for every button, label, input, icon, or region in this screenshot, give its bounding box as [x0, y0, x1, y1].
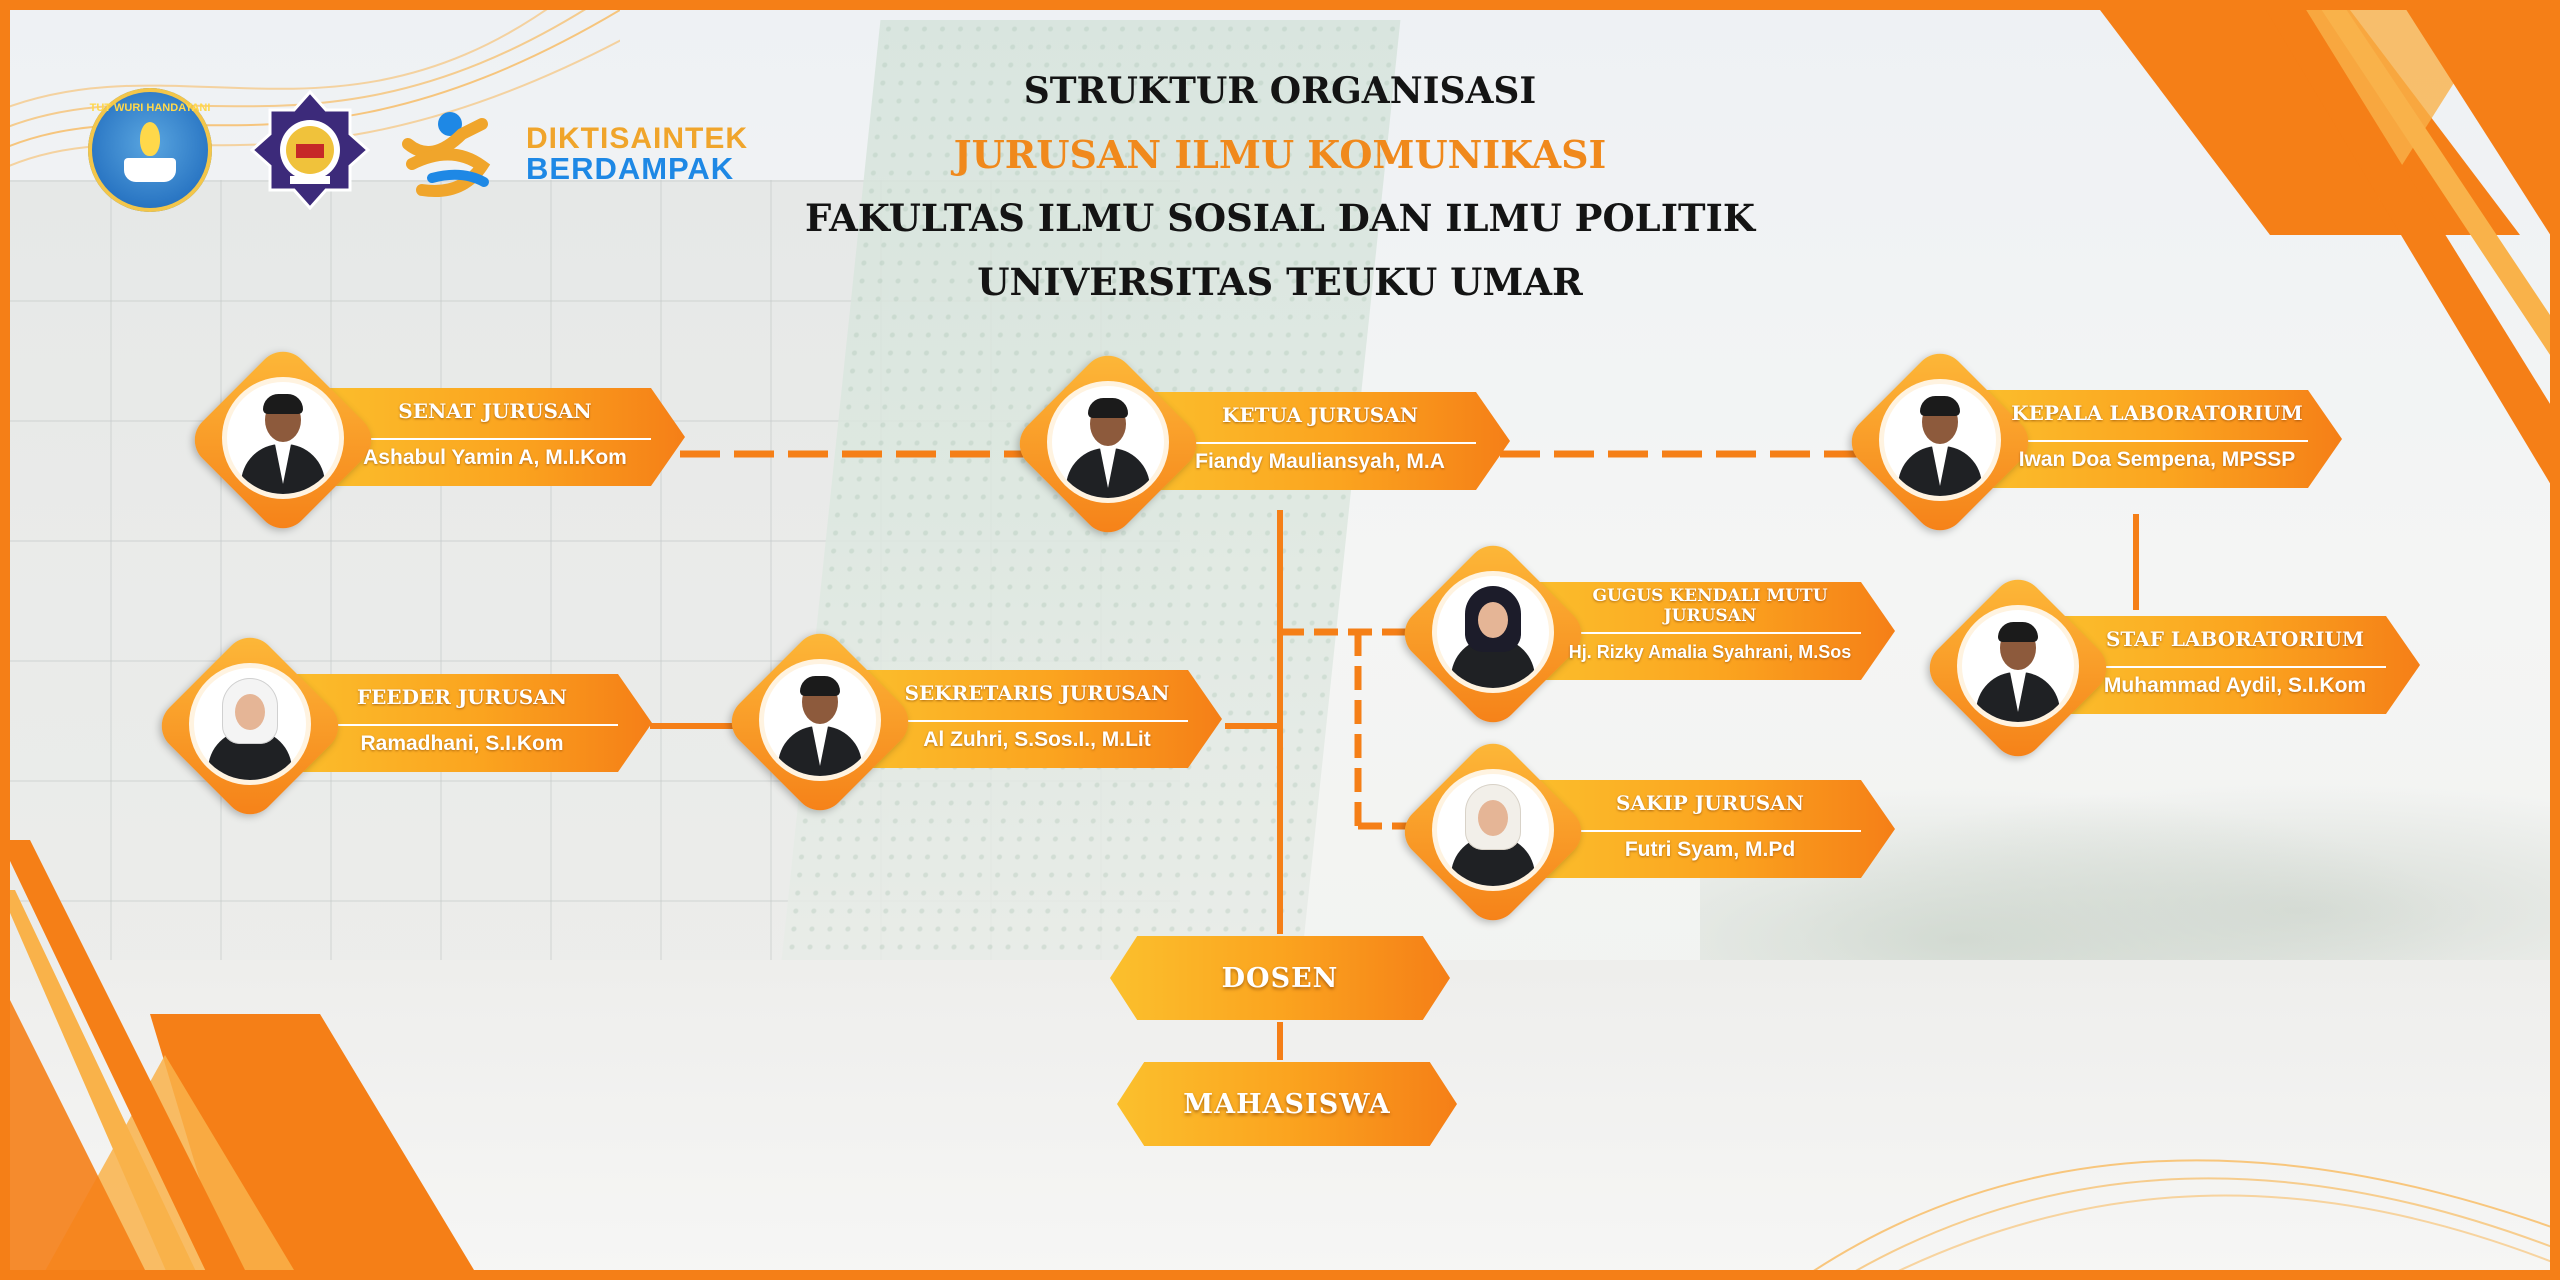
node-sekretaris-jurusan: SEKRETARIS JURUSAN Al Zuhri, S.Sos.I., M…	[721, 623, 1222, 821]
title-line-4: UNIVERSITAS TEUKU UMAR	[977, 260, 1583, 304]
photo-head	[1478, 602, 1508, 638]
staf-photo	[1962, 610, 2074, 722]
feeder-name: Ramadhani, S.I.Kom	[360, 732, 564, 755]
staf-name: Muhammad Aydil, S.I.Kom	[2103, 674, 2367, 697]
node-staf-laboratorium: STAF LABORATORIUM Muhammad Aydil, S.I.Ko…	[1919, 569, 2420, 767]
node-gugus-kendali-mutu: GUGUS KENDALI MUTU JURUSAN Hj. Rizky Ama…	[1394, 535, 1895, 733]
gugus-role-line1: GUGUS KENDALI MUTU	[1592, 586, 1828, 606]
gugus-role-line2: JURUSAN	[1663, 606, 1757, 626]
banner-rule	[900, 720, 1188, 722]
photo-hair	[1088, 398, 1128, 418]
photo-head	[1478, 800, 1508, 836]
feeder-photo	[194, 668, 306, 780]
ketua-role: KETUA JURUSAN	[1221, 403, 1419, 427]
university-emblem-logo	[250, 90, 370, 210]
banner-rule	[2020, 440, 2308, 442]
diktisaintek-wordmark: DIKTISAINTEK BERDAMPAK	[526, 122, 748, 186]
feeder-role: FEEDER JURUSAN	[356, 685, 568, 709]
tut-wuri-flame	[140, 122, 160, 156]
banner-rule	[1573, 830, 1861, 832]
title-line-3: FAKULTAS ILMU SOSIAL DAN ILMU POLITIK	[804, 196, 1756, 240]
gugus-photo	[1437, 576, 1549, 688]
senat-photo	[227, 382, 339, 494]
banner-rule	[1573, 632, 1861, 634]
tut-wuri-book	[124, 158, 176, 182]
tut-wuri-logo-text: TUT WURI HANDAYANI	[89, 102, 211, 114]
sekretaris-role: SEKRETARIS JURUSAN	[904, 681, 1170, 705]
diktisaintek-line2: BERDAMPAK	[526, 151, 735, 186]
node-feeder-jurusan: FEEDER JURUSAN Ramadhani, S.I.Kom	[151, 627, 652, 825]
diktisaintek-mark-logo	[402, 112, 491, 197]
dosen-box: DOSEN	[1110, 936, 1450, 1020]
decor-top-left-waves	[0, 0, 620, 171]
banner-rule	[330, 724, 618, 726]
photo-hair	[1920, 396, 1960, 416]
decor-top-right	[2100, 0, 2560, 500]
photo-head	[235, 694, 265, 730]
senat-name: Ashabul Yamin A, M.I.Kom	[363, 446, 627, 469]
node-kepala-laboratorium: KEPALA LABORATORIUM Iwan Doa Sempena, MP…	[1841, 343, 2342, 541]
ketua-photo	[1052, 386, 1164, 498]
sakip-role: SAKIP JURUSAN	[1616, 791, 1804, 815]
photo-hair	[800, 676, 840, 696]
title-line-2: JURUSAN ILMU KOMUNIKASI	[953, 132, 1607, 177]
sakip-name: Futri Syam, M.Pd	[1624, 838, 1796, 861]
senat-role: SENAT JURUSAN	[398, 399, 592, 423]
banner-rule	[1188, 442, 1476, 444]
node-senat-jurusan: SENAT JURUSAN Ashabul Yamin A, M.I.Kom	[184, 341, 685, 539]
photo-hair	[263, 394, 303, 414]
kalab-role: KEPALA LABORATORIUM	[2011, 401, 2303, 425]
sakip-photo	[1437, 774, 1549, 886]
decor-bottom-right-waves	[1800, 1159, 2560, 1280]
staf-role: STAF LABORATORIUM	[2105, 627, 2365, 651]
kalab-name: Iwan Doa Sempena, MPSSP	[2018, 448, 2296, 471]
photo-hair	[1998, 622, 2038, 642]
diktisaintek-line1: DIKTISAINTEK	[526, 122, 748, 155]
kalab-photo	[1884, 384, 1996, 496]
sekretaris-photo	[764, 664, 876, 776]
ketua-name: Fiandy Mauliansyah, M.A	[1195, 450, 1445, 473]
banner-rule	[363, 438, 651, 440]
node-ketua-jurusan: KETUA JURUSAN Fiandy Mauliansyah, M.A	[1009, 345, 1510, 543]
gugus-role: GUGUS KENDALI MUTU JURUSAN	[1555, 586, 1865, 626]
title-line-1: STRUKTUR ORGANISASI	[1023, 70, 1537, 112]
mahasiswa-box: MAHASISWA	[1117, 1062, 1457, 1146]
tut-wuri-handayani-logo: TUT WURI HANDAYANI	[88, 88, 212, 212]
decor-bottom-left	[0, 840, 480, 1280]
sekretaris-name: Al Zuhri, S.Sos.I., M.Lit	[923, 728, 1151, 751]
banner-rule	[2098, 666, 2386, 668]
node-sakip-jurusan: SAKIP JURUSAN Futri Syam, M.Pd	[1394, 733, 1895, 931]
gugus-name: Hj. Rizky Amalia Syahrani, M.Sos	[1568, 642, 1852, 662]
